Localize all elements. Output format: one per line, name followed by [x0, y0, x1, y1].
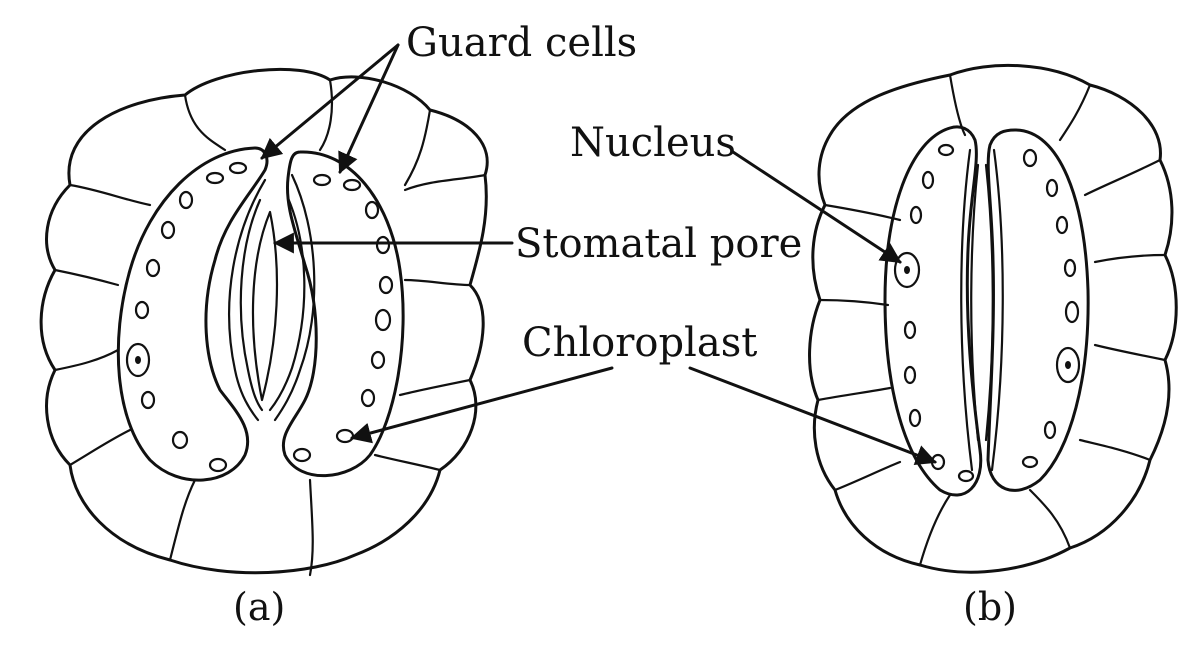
chloroplasts-right-b	[1021, 148, 1080, 469]
stomatal-pore-b	[970, 163, 980, 442]
guard-cell-right-a	[282, 150, 405, 478]
nucleus-a-left	[125, 342, 151, 378]
chloroplasts-left-b	[903, 143, 975, 483]
guard-cell-left-a	[116, 146, 269, 482]
stomatal-pore-a	[251, 210, 279, 402]
guard-cell-left-b	[883, 125, 983, 497]
stomatal-pore-label: Stomatal pore	[515, 221, 802, 267]
leader-lines	[260, 43, 937, 466]
nucleus-b-left	[893, 251, 921, 289]
stoma-open	[39, 67, 489, 577]
guard-cells-label: Guard cells	[406, 20, 637, 66]
caption-b: (b)	[963, 585, 1017, 629]
caption-a: (a)	[233, 585, 285, 629]
guard-cell-right-b	[986, 128, 1090, 492]
chloroplast-label: Chloroplast	[522, 320, 757, 366]
nucleus-b-right	[1055, 346, 1081, 384]
chloroplasts-right-a	[292, 173, 394, 463]
chloroplasts-left-a	[134, 161, 248, 473]
epidermal-cells-a	[39, 67, 489, 577]
nucleus-label: Nucleus	[570, 120, 736, 166]
epidermal-cells-b	[808, 63, 1178, 574]
stoma-closed	[808, 63, 1178, 574]
